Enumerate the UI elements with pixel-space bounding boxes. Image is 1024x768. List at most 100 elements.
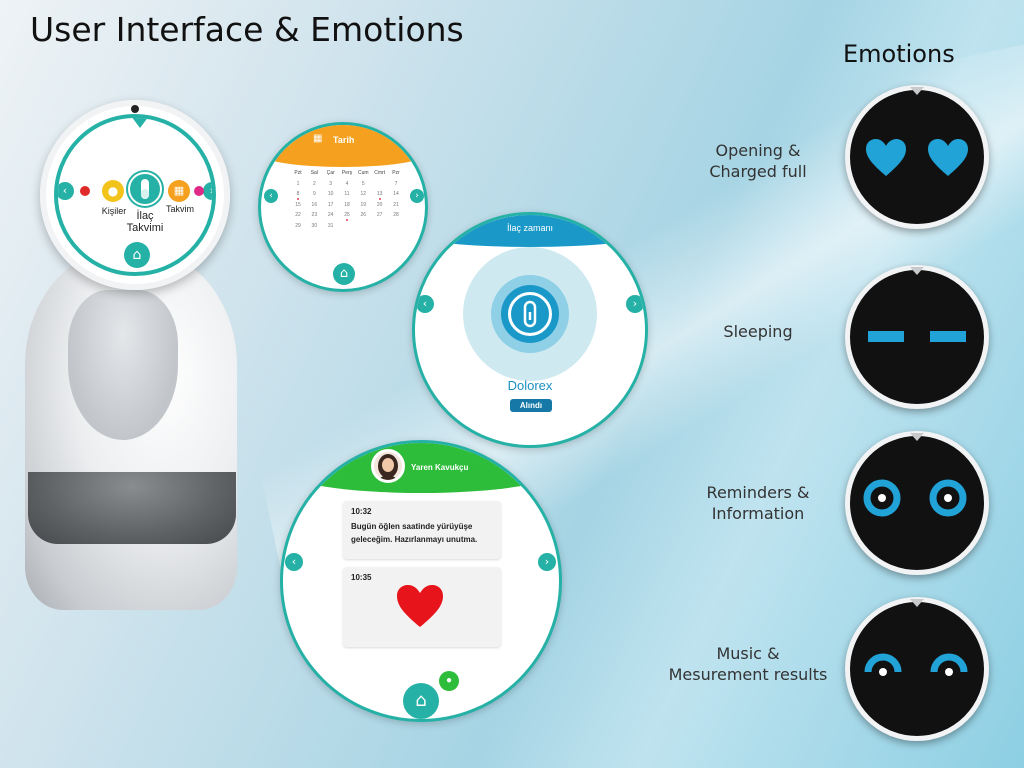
calendar-day[interactable]: 22 bbox=[295, 212, 301, 218]
calendar-day[interactable] bbox=[340, 223, 354, 234]
home-icon[interactable]: ⌂ bbox=[124, 242, 150, 268]
chevron-left-icon[interactable]: ‹ bbox=[58, 182, 74, 200]
calendar-week-row: 29 30 31 bbox=[291, 223, 403, 234]
calendar-header: ▦ Tarih bbox=[261, 125, 425, 167]
calendar-day[interactable]: 23 bbox=[311, 212, 318, 218]
calendar-weekday-row: Pzt Sal Çar Perş Cum Cmrt Pzr bbox=[291, 170, 403, 181]
calendar-day[interactable]: 7 bbox=[394, 180, 398, 187]
pill-icon[interactable] bbox=[508, 292, 552, 336]
home-icon[interactable]: ⌂ bbox=[403, 683, 439, 719]
calendar-day[interactable]: 16 bbox=[311, 201, 318, 208]
emotion-label-opening: Opening & Charged full bbox=[709, 141, 807, 181]
calendar-day[interactable] bbox=[356, 223, 370, 234]
calendar-day[interactable]: 2 bbox=[312, 180, 316, 187]
weekday-label: Pzt bbox=[294, 170, 302, 176]
app-label-takvim: Takvim bbox=[165, 204, 194, 214]
home-icon[interactable]: ⌂ bbox=[333, 263, 355, 285]
app-dot-left[interactable] bbox=[80, 186, 90, 196]
calendar-day-selected[interactable]: 6 bbox=[373, 179, 387, 192]
heart-eyes-icon bbox=[866, 139, 968, 176]
ring-eyes-icon bbox=[863, 479, 967, 517]
app-label-kisiler: Kişiler bbox=[101, 206, 127, 216]
robot-base bbox=[28, 472, 236, 544]
calendar-day[interactable]: 3 bbox=[329, 180, 333, 187]
medication-header-title: İlaç zamanı bbox=[506, 223, 554, 233]
face-notch bbox=[910, 433, 924, 441]
calendar-day[interactable]: 11 bbox=[344, 191, 350, 197]
message-time: 10:35 bbox=[351, 573, 372, 582]
chat-header: Yaren Kavukçu bbox=[283, 443, 559, 493]
calendar-day[interactable]: 9 bbox=[312, 191, 316, 197]
robot-scoop bbox=[68, 290, 178, 440]
calendar-icon: ▦ bbox=[313, 133, 323, 144]
person-icon[interactable]: ● bbox=[102, 180, 124, 202]
robot-device: ‹ › ● Kişiler İlaç Takvimi ▦ Takvim ⌂ bbox=[20, 100, 250, 610]
weekday-label: Cmrt bbox=[374, 170, 386, 176]
medication-header: İlaç zamanı bbox=[415, 215, 645, 247]
calendar-week-row: 22 23 24 25 26 27 28 bbox=[291, 212, 403, 223]
calendar-day[interactable]: 14 bbox=[393, 191, 399, 197]
calendar-day[interactable]: 4 bbox=[345, 180, 349, 187]
calendar-day[interactable]: 25 bbox=[340, 212, 354, 223]
message-text: Bugün öğlen saatinde yürüyüşe geleceğim.… bbox=[351, 522, 478, 544]
calendar-day[interactable]: 26 bbox=[360, 212, 367, 218]
avatar[interactable] bbox=[371, 449, 405, 483]
calendar-day[interactable]: 1 bbox=[296, 180, 300, 187]
message-card: 10:35 bbox=[343, 567, 501, 647]
robot-home-screen: ‹ › ● Kişiler İlaç Takvimi ▦ Takvim ⌂ bbox=[54, 114, 216, 276]
calendar-day[interactable] bbox=[389, 223, 403, 234]
taken-button[interactable]: Alındı bbox=[510, 399, 552, 412]
calendar-day[interactable]: 27 bbox=[376, 212, 383, 218]
chevron-right-icon[interactable]: › bbox=[203, 182, 212, 200]
weekday-label: Pzr bbox=[392, 170, 400, 176]
weekday-label: Perş bbox=[341, 170, 353, 176]
chevron-right-icon[interactable]: › bbox=[410, 189, 424, 203]
screen-notch bbox=[131, 118, 149, 128]
chevron-right-icon[interactable]: › bbox=[626, 295, 644, 313]
calendar-day[interactable] bbox=[373, 223, 387, 234]
calendar-icon[interactable]: ▦ bbox=[168, 180, 190, 202]
sleeping-eyes-icon bbox=[868, 331, 966, 342]
calendar-day[interactable]: 19 bbox=[360, 201, 367, 208]
calendar-day[interactable]: 29 bbox=[295, 222, 301, 229]
calendar-week-row: 8 9 10 11 12 13 14 bbox=[291, 191, 403, 202]
chevron-left-icon[interactable]: ‹ bbox=[264, 189, 278, 203]
contact-name: Yaren Kavukçu bbox=[411, 463, 469, 472]
calendar-header-title: Tarih bbox=[333, 135, 355, 145]
camera-dot bbox=[131, 105, 139, 113]
calendar-day[interactable]: 30 bbox=[311, 222, 318, 229]
calendar-day[interactable]: 31 bbox=[327, 222, 334, 229]
calendar-day[interactable]: 12 bbox=[360, 191, 367, 197]
calendar-day[interactable]: 15 bbox=[295, 201, 301, 208]
calendar-day[interactable]: 28 bbox=[393, 212, 399, 218]
calendar-day[interactable]: 24 bbox=[327, 212, 334, 218]
weekday-label: Çar bbox=[326, 170, 335, 176]
chevron-left-icon[interactable]: ‹ bbox=[285, 553, 303, 571]
face-notch bbox=[910, 267, 924, 275]
weekday-label: Sal bbox=[310, 170, 318, 176]
arc-eyes-icon bbox=[864, 653, 968, 676]
app-dot-right[interactable] bbox=[194, 186, 204, 196]
microphone-icon[interactable]: ● bbox=[439, 671, 459, 691]
calendar-day[interactable]: 5 bbox=[361, 180, 365, 187]
chevron-left-icon[interactable]: ‹ bbox=[416, 295, 434, 313]
calendar-day[interactable]: 13 bbox=[373, 191, 387, 202]
calendar-day[interactable]: 18 bbox=[344, 201, 350, 208]
face-notch bbox=[910, 87, 924, 95]
calendar-day[interactable]: 20 bbox=[376, 201, 383, 208]
pill-icon[interactable] bbox=[128, 172, 162, 206]
page-title: User Interface & Emotions bbox=[30, 10, 464, 49]
medicine-name: Dolorex bbox=[507, 378, 553, 393]
calendar-day[interactable]: 8 bbox=[291, 191, 305, 202]
emotion-label-music: Music & Mesurement results bbox=[668, 644, 828, 684]
calendar-day[interactable]: 10 bbox=[327, 191, 334, 197]
emotion-face-reminders bbox=[845, 431, 989, 575]
calendar-grid: Pzt Sal Çar Perş Cum Cmrt Pzr 1 2 3 4 5 … bbox=[291, 170, 403, 233]
medication-screen: İlaç zamanı ‹ › Dolorex Alındı bbox=[412, 212, 648, 448]
chevron-right-icon[interactable]: › bbox=[538, 553, 556, 571]
calendar-day[interactable]: 21 bbox=[393, 201, 399, 208]
message-time: 10:32 bbox=[351, 507, 372, 516]
emotion-face-music bbox=[845, 597, 989, 741]
emotion-face-hearts bbox=[845, 85, 989, 229]
calendar-day[interactable]: 17 bbox=[327, 201, 334, 208]
